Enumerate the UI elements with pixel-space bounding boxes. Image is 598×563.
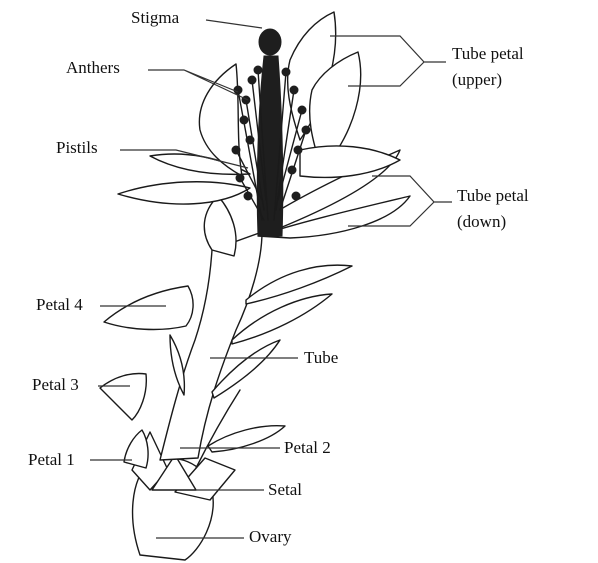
label-petal4: Petal 4 — [36, 295, 83, 315]
pistil-column — [257, 56, 283, 236]
label-tube-petal-down-2: (down) — [457, 212, 506, 232]
label-petal3: Petal 3 — [32, 375, 79, 395]
label-petal1: Petal 1 — [28, 450, 75, 470]
label-tube-petal-upper-1: Tube petal — [452, 44, 524, 64]
stigma-head — [259, 29, 281, 55]
right-leaf-upper — [246, 265, 352, 304]
leader-stigma — [206, 20, 262, 28]
label-petal2: Petal 2 — [284, 438, 331, 458]
left-wide-petal-1 — [118, 182, 250, 204]
petal1-shape — [124, 430, 148, 468]
label-anthers: Anthers — [66, 58, 120, 78]
label-pistils: Pistils — [56, 138, 98, 158]
petal3-shape — [100, 374, 146, 420]
label-tube: Tube — [304, 348, 338, 368]
petal4-lower-leaf — [170, 335, 184, 395]
label-setal: Setal — [268, 480, 302, 500]
left-lobe-shape — [204, 196, 236, 256]
label-tube-petal-upper-2: (upper) — [452, 70, 502, 90]
label-tube-petal-down-1: Tube petal — [457, 186, 529, 206]
label-stigma: Stigma — [131, 8, 179, 28]
tube-petal-upper-side — [300, 146, 400, 178]
petal4-shape — [104, 286, 193, 329]
label-ovary: Ovary — [249, 527, 291, 547]
